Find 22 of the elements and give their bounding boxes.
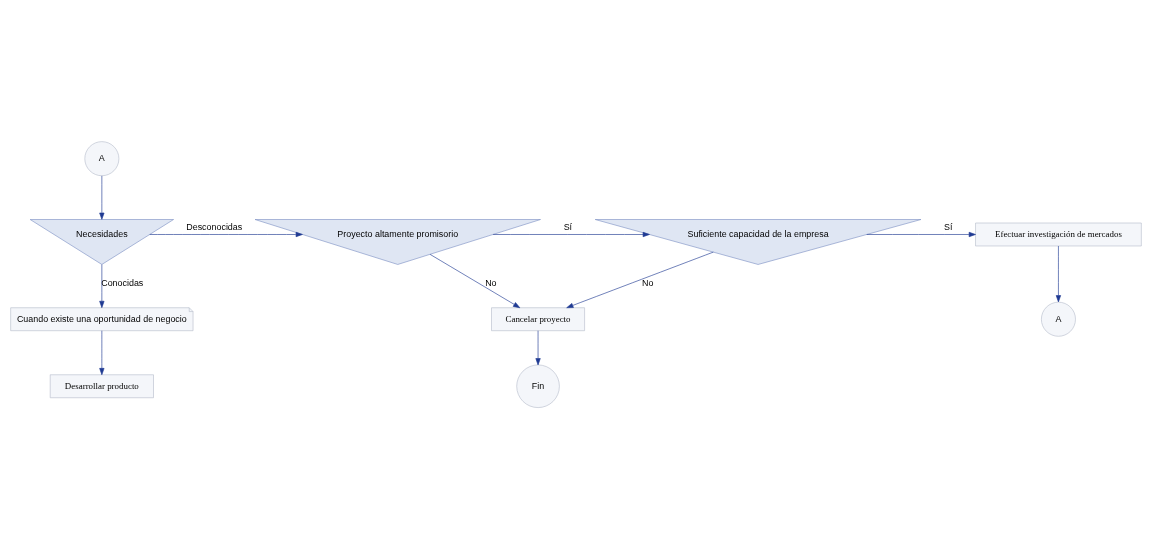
arrow	[149, 231, 303, 238]
arrow	[566, 251, 714, 309]
edge-label: Desconocidas	[186, 222, 243, 233]
node-circle: A	[1041, 301, 1076, 337]
arrow	[535, 330, 541, 366]
edge-label: No	[642, 277, 654, 288]
edge-label: Sí	[944, 222, 953, 233]
node-box: Desarrollar producto	[49, 374, 154, 399]
arrow	[492, 231, 650, 238]
arrow	[866, 231, 976, 238]
arrow	[99, 264, 105, 308]
node-box: Efectuar investigación de mercados	[975, 222, 1142, 247]
node-circle: Fin	[516, 364, 560, 408]
arrow	[99, 175, 105, 220]
edge-label: No	[485, 277, 497, 288]
edge-label: Sí	[563, 222, 573, 233]
node-box: Cancelar proyecto	[491, 307, 585, 332]
edge-label: Conocidas	[101, 277, 144, 288]
arrow	[99, 330, 105, 376]
arrow	[1055, 245, 1061, 303]
arrow	[429, 254, 521, 309]
node-circle: A	[84, 141, 120, 177]
